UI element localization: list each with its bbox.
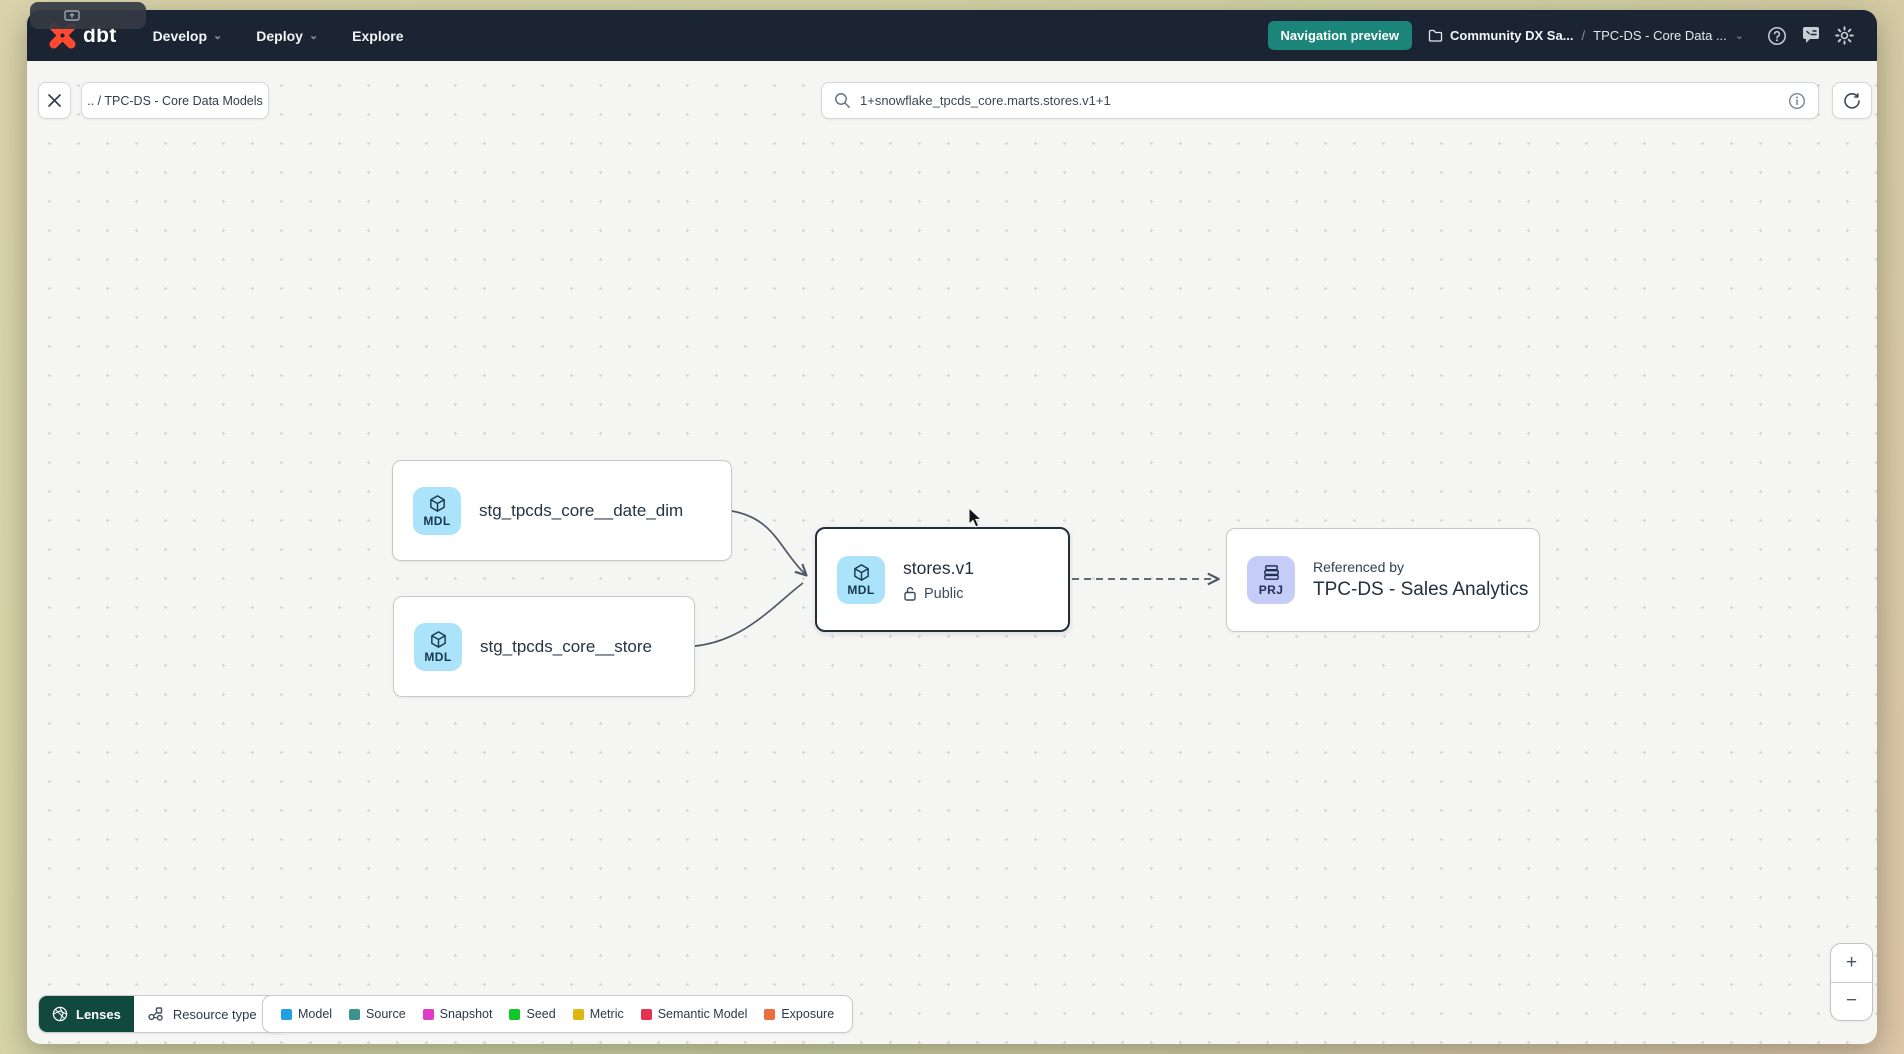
legend-swatch [422, 1008, 434, 1020]
zoom-in-button[interactable]: + [1845, 951, 1858, 973]
breadcrumb-section[interactable]: TPC-DS - Core Data ... [1593, 28, 1727, 43]
info-icon[interactable] [1788, 92, 1806, 110]
breadcrumb-separator: / [1581, 28, 1586, 43]
monitor-icon [64, 9, 80, 21]
archive-stack-icon [1263, 565, 1279, 580]
legend-swatch [509, 1008, 521, 1020]
node-title: stores.v1 [903, 557, 974, 578]
breadcrumb-project[interactable]: Community DX Sa... [1428, 28, 1574, 43]
node-stg-tpcds-core-store[interactable]: MDL stg_tpcds_core__store [393, 596, 695, 697]
legend-swatch [281, 1008, 292, 1020]
model-badge: MDL [837, 555, 885, 604]
node-stg-tpcds-core-date-dim[interactable]: MDL stg_tpcds_core__date_dim [392, 460, 732, 561]
resource-type-legend: Model Source Snapshot Seed Metric Semant… [262, 995, 854, 1033]
node-access-row: Public [903, 586, 974, 602]
node-title: stg_tpcds_core__date_dim [479, 500, 684, 520]
screen-share-indicator [30, 2, 146, 29]
zoom-controls: + − [1830, 943, 1873, 1021]
nav-item-explore[interactable]: Explore [352, 27, 404, 44]
node-text: Referenced by TPC-DS - Sales Analytics [1313, 559, 1528, 601]
navbar-right: Navigation preview Community DX Sa... / … [1267, 21, 1856, 50]
close-icon [48, 94, 61, 107]
app-window: dbt Develop ⌄ Deploy ⌄ Explore Navigatio… [27, 10, 1877, 1044]
feedback-icon[interactable] [1800, 25, 1821, 46]
referenced-by-label: Referenced by [1313, 559, 1405, 575]
main-nav: Develop ⌄ Deploy ⌄ Explore [153, 28, 404, 44]
node-title: TPC-DS - Sales Analytics [1313, 579, 1529, 600]
close-lineage-button[interactable] [38, 82, 71, 119]
node-text: stores.v1 Public [903, 558, 974, 602]
dbt-mark-icon [49, 22, 76, 49]
refresh-icon [1844, 92, 1860, 109]
cube-icon [853, 563, 869, 581]
legend-item-seed: Seed [509, 1007, 556, 1021]
legend-item-exposure: Exposure [764, 1007, 834, 1021]
legend-item-model: Model [281, 1007, 332, 1021]
project-badge: PRJ [1247, 556, 1295, 604]
legend-item-metric: Metric [572, 1007, 624, 1021]
access-label: Public [924, 585, 964, 602]
chevron-down-icon[interactable]: ⌄ [1734, 30, 1744, 42]
node-stores-v1-selected[interactable]: MDL stores.v1 Public [815, 527, 1070, 632]
navbar-icon-group [1766, 25, 1855, 46]
model-badge: MDL [414, 622, 462, 671]
breadcrumb: Community DX Sa... / TPC-DS - Core Data … [1428, 28, 1744, 43]
nav-item-develop[interactable]: Develop ⌄ [152, 27, 223, 44]
legend-item-snapshot: Snapshot [422, 1007, 492, 1021]
chevron-down-icon: ⌄ [213, 30, 223, 42]
search-icon [835, 93, 850, 108]
unlock-icon [904, 586, 916, 601]
chevron-down-icon: ⌄ [308, 30, 319, 42]
resource-graph-icon [148, 1007, 163, 1021]
navigation-preview-badge[interactable]: Navigation preview [1267, 21, 1412, 50]
legend-swatch [572, 1008, 584, 1020]
folder-icon [1428, 29, 1443, 42]
model-badge: MDL [413, 486, 461, 535]
node-title: stg_tpcds_core__store [480, 636, 652, 656]
mouse-cursor [968, 507, 985, 529]
search-input[interactable]: 1+snowflake_tpcds_core.marts.stores.v1+1 [860, 93, 1111, 108]
lenses-control-group: Lenses Resource type ⌄ [38, 995, 292, 1033]
nav-item-deploy[interactable]: Deploy ⌄ [256, 27, 319, 44]
legend-swatch [640, 1008, 652, 1020]
cube-icon [429, 494, 445, 512]
cube-icon [430, 630, 446, 648]
edge-store-to-stores [694, 582, 804, 647]
lens-aperture-icon [52, 1006, 68, 1022]
node-referenced-by-project[interactable]: PRJ Referenced by TPC-DS - Sales Analyti… [1226, 528, 1540, 632]
legend-swatch [349, 1008, 361, 1020]
edge-date-dim-to-stores [731, 510, 808, 577]
lineage-breadcrumb-chip[interactable]: .. / TPC-DS - Core Data Models [81, 82, 269, 119]
dbt-logo[interactable]: dbt [49, 22, 117, 49]
legend-swatch [764, 1008, 776, 1020]
lineage-search-bar[interactable]: 1+snowflake_tpcds_core.marts.stores.v1+1 [821, 82, 1819, 119]
top-navbar: dbt Develop ⌄ Deploy ⌄ Explore Navigatio… [27, 10, 1877, 61]
legend-item-semantic-model: Semantic Model [640, 1007, 747, 1021]
settings-gear-icon[interactable] [1834, 25, 1855, 46]
legend-item-source: Source [349, 1007, 406, 1021]
brand-name: dbt [83, 23, 117, 47]
lenses-button[interactable]: Lenses [39, 996, 134, 1032]
help-icon[interactable] [1766, 25, 1787, 46]
lineage-canvas[interactable]: .. / TPC-DS - Core Data Models 1+snowfla… [27, 61, 1877, 1044]
refresh-lineage-button[interactable] [1832, 82, 1872, 119]
zoom-out-button[interactable]: − [1831, 981, 1872, 1021]
